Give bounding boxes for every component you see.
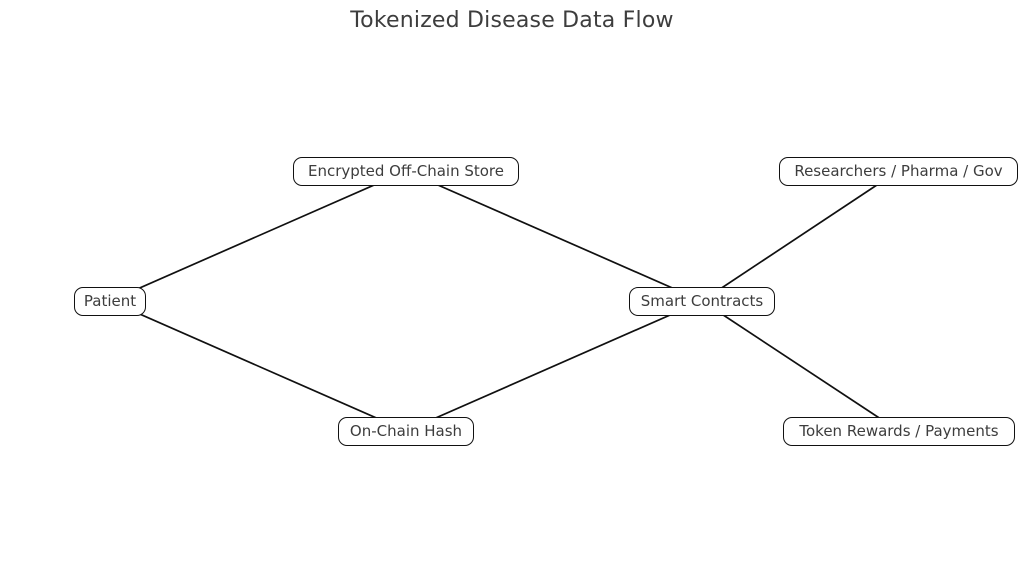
edge-contracts-to-rewards: [701, 300, 900, 432]
edges-group: [109, 170, 900, 432]
node-encrypted-off-chain-store[interactable]: Encrypted Off-Chain Store: [293, 157, 519, 186]
edge-onchain-to-contracts: [405, 300, 703, 432]
node-patient[interactable]: Patient: [74, 287, 146, 316]
node-token-rewards-payments-label: Token Rewards / Payments: [799, 422, 999, 440]
edge-patient-to-onchain: [109, 300, 407, 432]
node-on-chain-hash[interactable]: On-Chain Hash: [338, 417, 474, 446]
node-token-rewards-payments[interactable]: Token Rewards / Payments: [783, 417, 1015, 446]
edge-patient-to-offchain: [109, 170, 407, 302]
page-title: Tokenized Disease Data Flow: [350, 8, 674, 33]
node-patient-label: Patient: [83, 292, 137, 310]
node-smart-contracts[interactable]: Smart Contracts: [629, 287, 775, 316]
node-researchers-pharma-gov[interactable]: Researchers / Pharma / Gov: [779, 157, 1018, 186]
edge-contracts-to-researchers: [701, 170, 899, 302]
node-encrypted-off-chain-store-label: Encrypted Off-Chain Store: [307, 162, 504, 180]
node-smart-contracts-label: Smart Contracts: [640, 292, 764, 310]
node-researchers-pharma-gov-label: Researchers / Pharma / Gov: [794, 162, 1003, 180]
edge-offchain-to-contracts: [405, 170, 703, 302]
node-on-chain-hash-label: On-Chain Hash: [349, 422, 463, 440]
